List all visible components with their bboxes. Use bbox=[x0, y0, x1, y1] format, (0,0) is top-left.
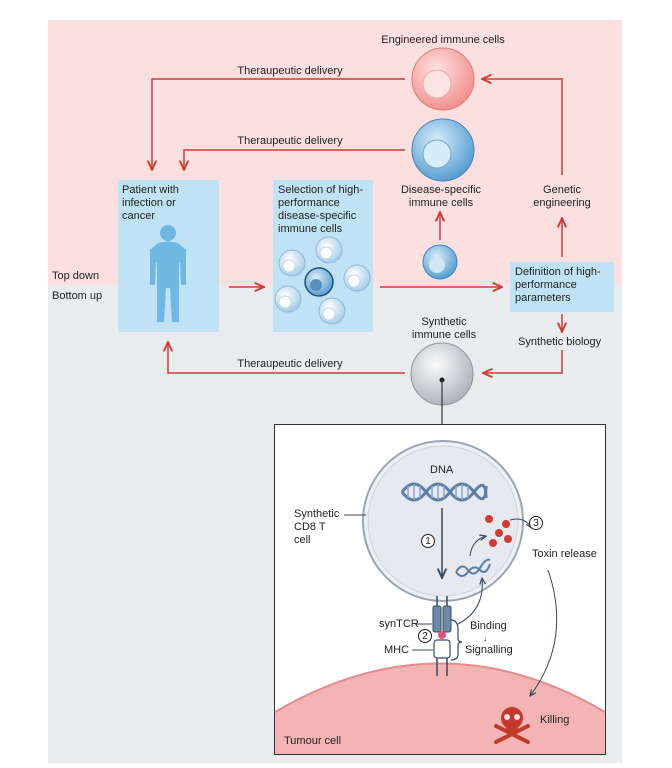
disease-specific-cell bbox=[411, 118, 475, 182]
cd8-cell bbox=[362, 440, 524, 602]
killing-label: Killing bbox=[540, 714, 570, 726]
synthetic-cells-label: Synthetic immune cells bbox=[411, 316, 477, 341]
arrow-synbio-to-synthetic bbox=[483, 350, 563, 373]
dna-label: DNA bbox=[430, 464, 454, 476]
definition-label: Definition of high-performance parameter… bbox=[515, 266, 601, 304]
mhc-label: MHC bbox=[384, 644, 410, 656]
arrow-engineered-to-patient bbox=[152, 78, 405, 170]
engineered-cell bbox=[411, 47, 475, 111]
binding-label: Binding bbox=[470, 620, 507, 632]
small-blue-cell bbox=[422, 244, 458, 280]
syntcr-label: synTCR bbox=[379, 618, 419, 630]
arrow-synthetic-to-patient bbox=[168, 342, 405, 374]
skull-icon bbox=[494, 707, 530, 744]
bottom-up-label: Bottom up bbox=[52, 290, 103, 302]
definition-box bbox=[510, 262, 614, 312]
selection-cells bbox=[274, 236, 371, 325]
top-down-arrows bbox=[152, 79, 562, 373]
step1-marker: 1 bbox=[425, 536, 431, 547]
patient-silhouette bbox=[150, 225, 186, 322]
binding-arrow-glyph: ↓ bbox=[483, 634, 487, 643]
arrow-toxin-to-killing bbox=[530, 569, 558, 696]
toxin-release-label: Toxin release bbox=[532, 548, 597, 560]
dna-helix bbox=[400, 482, 488, 502]
engineered-cells-label: Engineered immune cells bbox=[381, 34, 505, 46]
delivery-label-1: Theraupeutic delivery bbox=[237, 65, 343, 77]
arrow-fragment-to-toxin bbox=[469, 536, 486, 557]
mrna-fragment bbox=[455, 558, 491, 577]
disease-specific-label: Disease-specific immune cells bbox=[400, 184, 482, 209]
delivery-label-3: Theraupeutic delivery bbox=[237, 358, 343, 370]
step-markers bbox=[418, 516, 543, 643]
synthetic-biology-label: Synthetic biology bbox=[518, 336, 602, 348]
tumour-cell-shape bbox=[274, 662, 606, 754]
peptide-dot bbox=[438, 631, 446, 639]
toxin-particles bbox=[485, 515, 512, 547]
binding-brace bbox=[450, 619, 463, 661]
tumour-cell-label: Tumour cell bbox=[284, 735, 342, 747]
synthetic-cell bbox=[410, 342, 474, 424]
genetic-engineering-label: Genetic engineering bbox=[533, 184, 591, 209]
step2-marker: 2 bbox=[422, 631, 428, 642]
mhc-molecule bbox=[433, 639, 451, 676]
top-down-label: Top down bbox=[52, 270, 100, 282]
cd8-label: Synthetic CD8 T cell bbox=[294, 508, 340, 546]
patient-label: Patient with infection or cancer bbox=[122, 184, 179, 222]
syntcr-receptor bbox=[432, 596, 452, 633]
arrow-genetic-to-engineered bbox=[482, 79, 563, 175]
signalling-label: Signalling bbox=[465, 644, 513, 656]
arrow-diseasespecific-to-patient bbox=[184, 149, 405, 170]
delivery-label-2: Theraupeutic delivery bbox=[237, 135, 343, 147]
arrow-binding-to-fragment bbox=[457, 578, 482, 625]
selection-label: Selection of high-performance disease-sp… bbox=[278, 184, 363, 235]
step3-marker: 3 bbox=[533, 518, 539, 529]
